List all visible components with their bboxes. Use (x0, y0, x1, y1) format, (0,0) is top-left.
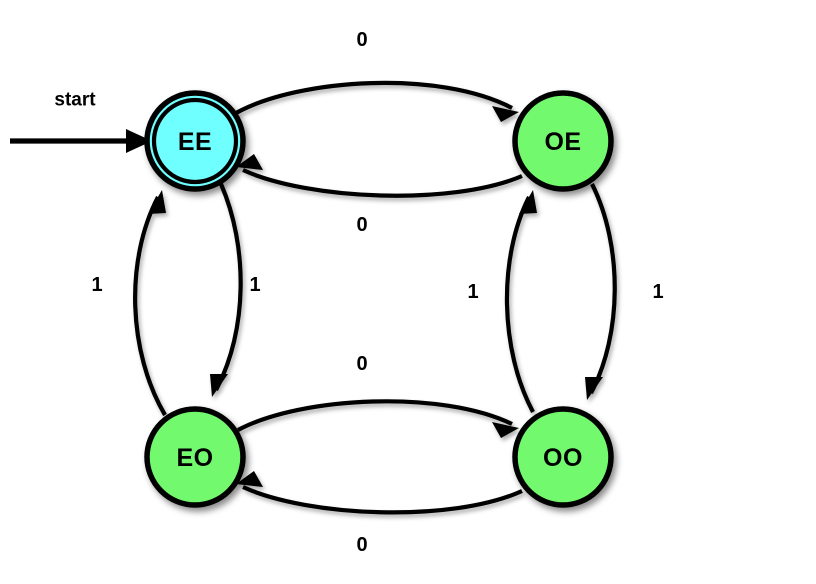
edge-eo-to-ee[interactable] (133, 190, 167, 417)
start-arrow-head (126, 129, 152, 153)
state-node-eo[interactable]: EO (144, 406, 246, 508)
edge-label-eo-ee: 1 (91, 274, 102, 296)
state-oe-circle (512, 90, 614, 192)
arrow-head-eo-ee (148, 190, 166, 214)
edge-oo-to-eo[interactable] (236, 471, 523, 515)
edge-path-oo-eo (242, 485, 523, 515)
start-arrow-group (10, 129, 152, 153)
state-node-oo[interactable]: OO (512, 406, 614, 508)
edge-ee-to-eo[interactable] (210, 183, 243, 397)
edge-eo-to-oo[interactable] (237, 399, 519, 438)
arrow-head-oo-oe (519, 190, 537, 214)
edge-label-eo-oo: 0 (356, 353, 367, 375)
arrow-head-ee-oe (492, 106, 519, 122)
arrow-head-oe-oo (585, 377, 603, 400)
edge-label-oe-oo: 1 (652, 281, 663, 303)
edge-label-oo-oe: 1 (467, 281, 478, 303)
state-ee-label: EE (178, 128, 212, 156)
state-eo-label: EO (176, 444, 213, 472)
edge-oo-to-oe[interactable] (504, 190, 537, 413)
arrow-head-eo-oo (492, 422, 519, 438)
state-oe-label: OE (544, 128, 581, 156)
edge-path-oo-oe (504, 196, 535, 413)
edge-label-ee-eo: 1 (249, 274, 260, 296)
state-oo-label: OO (543, 444, 583, 472)
arrow-head-oe-ee (236, 154, 263, 170)
arrow-head-oo-eo (236, 471, 263, 487)
edge-oe-to-oo[interactable] (585, 183, 617, 400)
state-node-oe[interactable]: OE (512, 90, 614, 192)
edge-path-oe-ee (242, 168, 523, 198)
state-node-ee[interactable]: EE (144, 90, 246, 192)
edge-ee-to-oe[interactable] (234, 80, 519, 122)
state-eo-circle (144, 406, 246, 508)
state-ee-accepting-ring (151, 97, 239, 185)
state-ee-outer-circle (144, 90, 246, 192)
edge-label-oo-eo: 0 (356, 534, 367, 556)
labels-layer: start 0 0 0 0 1 1 1 1 (54, 29, 663, 556)
edge-oe-to-ee[interactable] (236, 154, 523, 198)
edge-path-oe-oo (589, 183, 617, 394)
edge-label-ee-oe: 0 (356, 29, 367, 51)
edge-path-eo-ee (133, 196, 167, 417)
edges-layer (133, 80, 617, 515)
start-label: start (54, 90, 96, 111)
state-oo-circle (512, 406, 614, 508)
edge-path-ee-oe (234, 80, 513, 115)
arrow-head-ee-eo (210, 374, 228, 397)
nodes-layer: EE OE EO OO (144, 90, 614, 508)
edge-path-ee-eo (214, 183, 243, 391)
edge-path-eo-oo (237, 399, 513, 432)
edge-label-oe-ee: 0 (356, 214, 367, 236)
